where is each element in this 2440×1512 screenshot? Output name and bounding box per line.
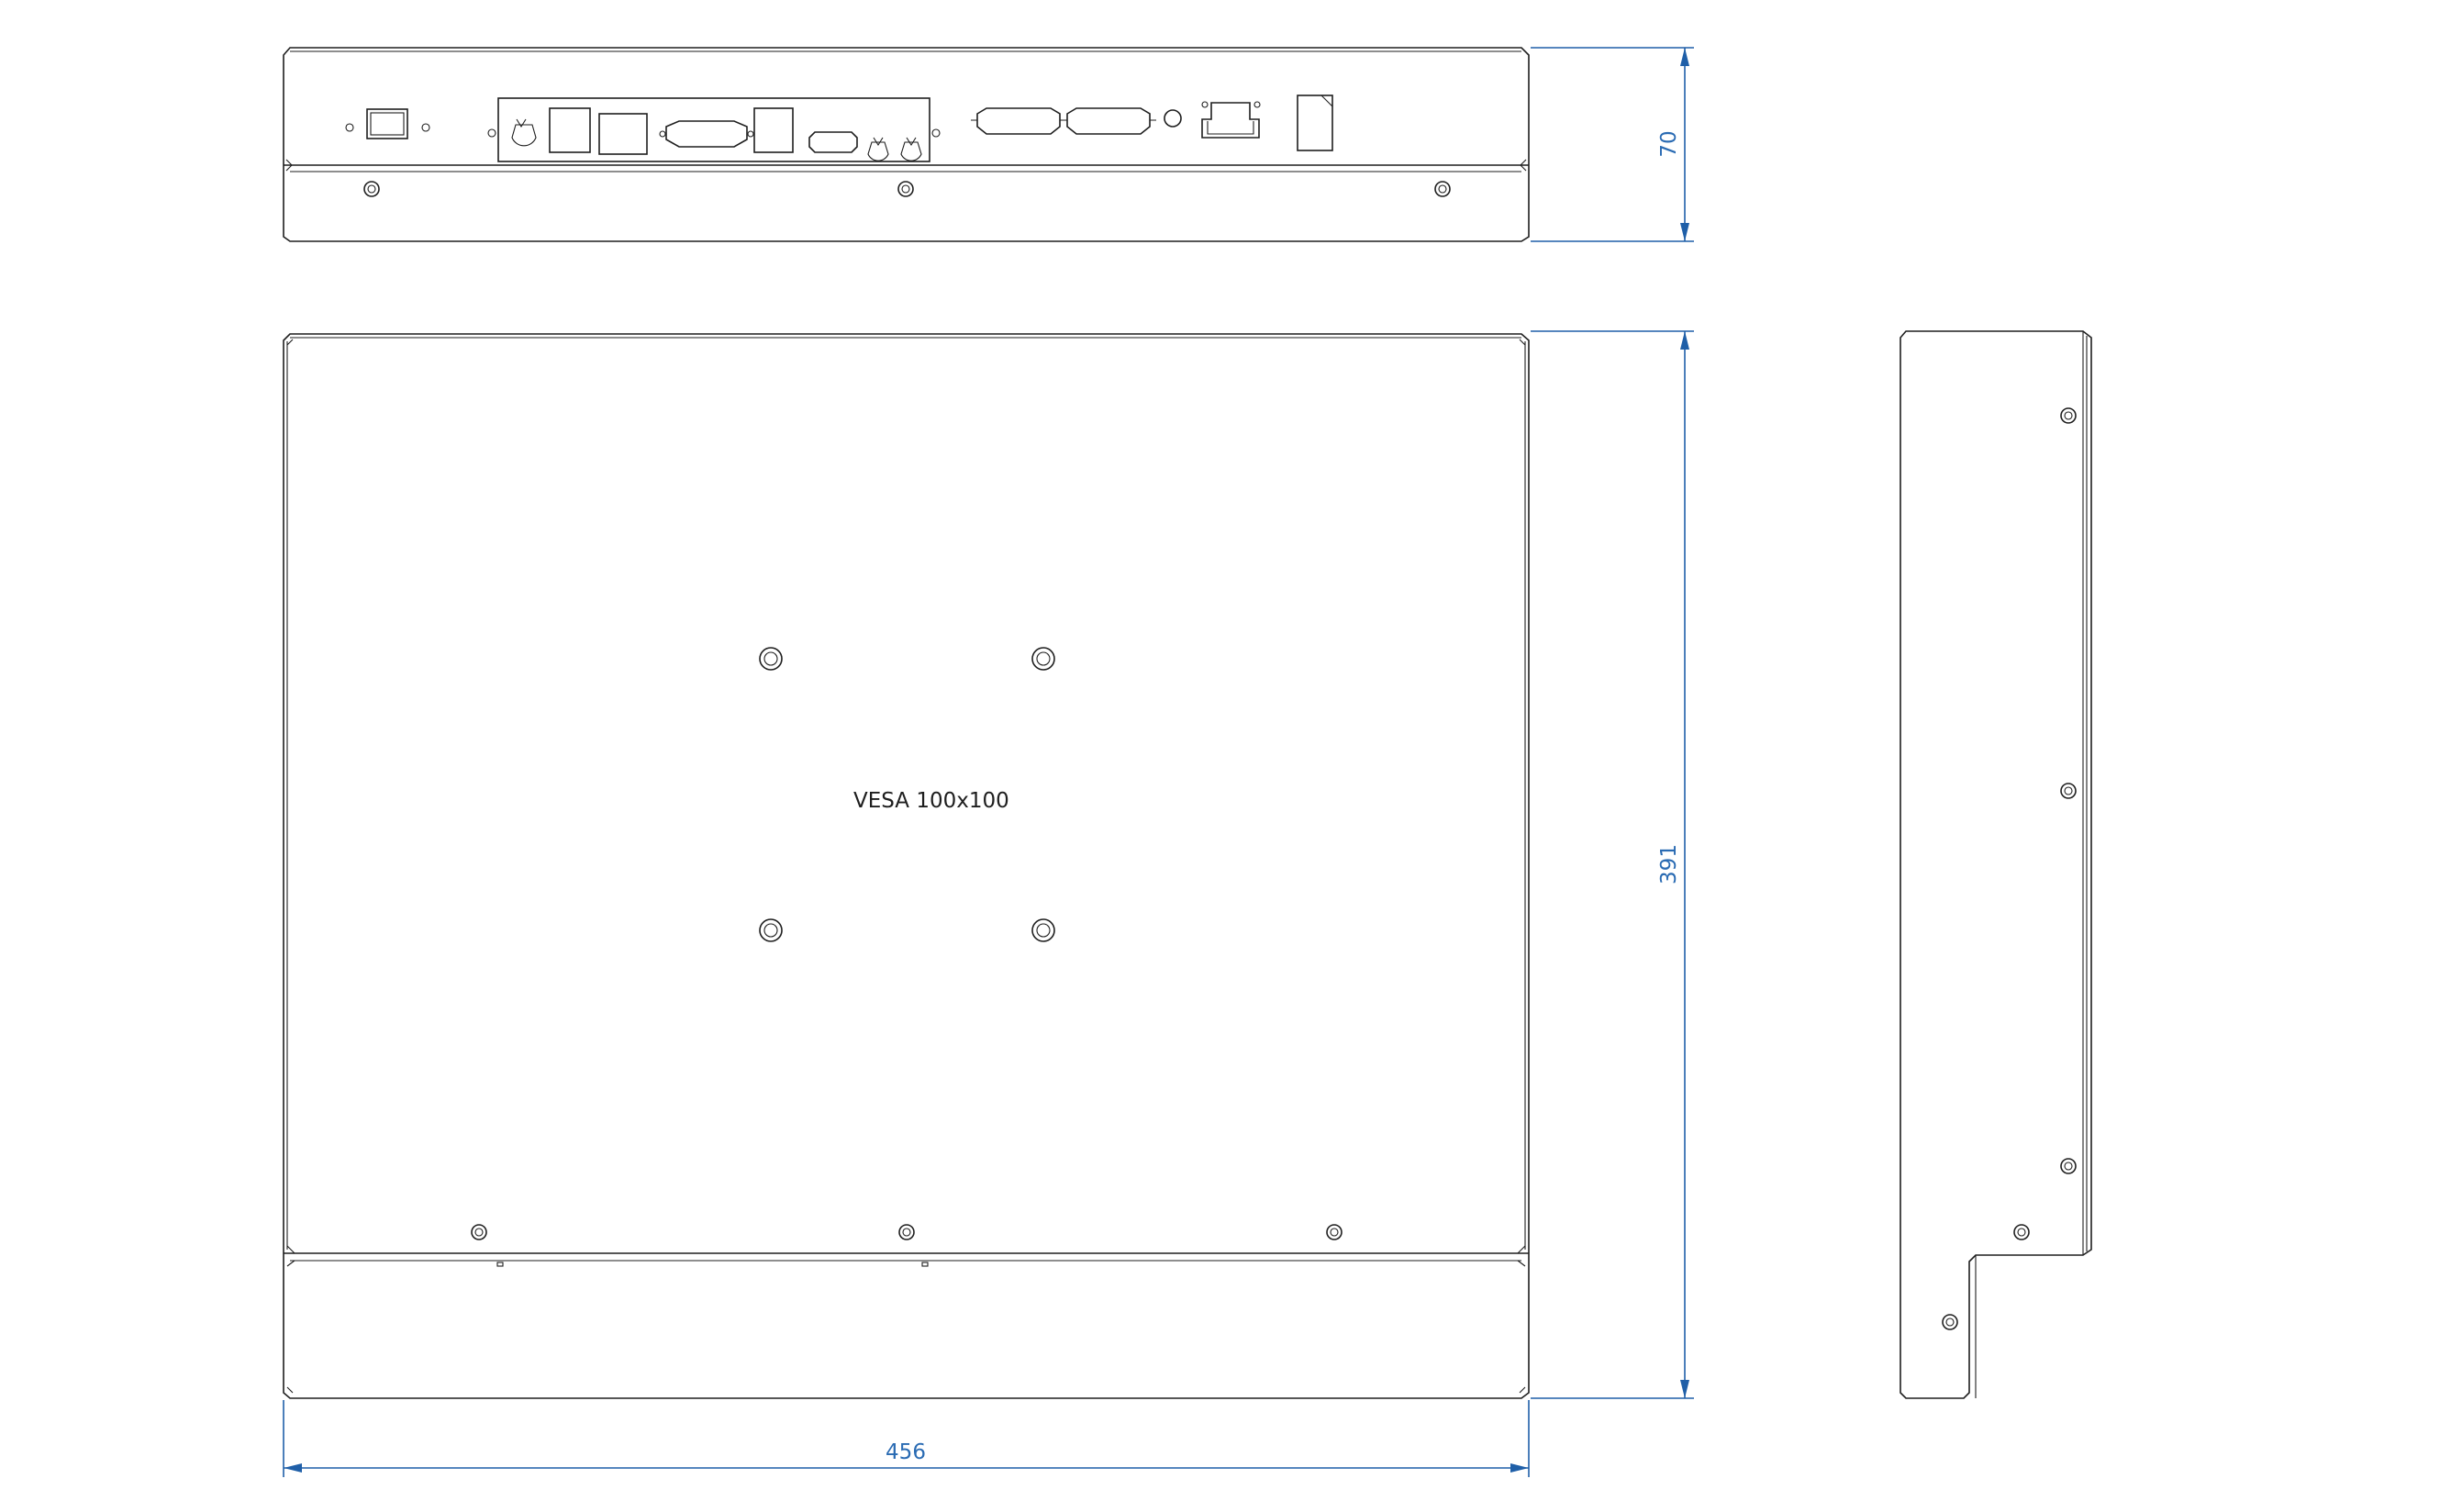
vesa-hole-icon xyxy=(1031,647,1055,671)
card-slot-icon xyxy=(1297,94,1333,151)
screw-icon xyxy=(897,181,914,197)
audio-jack-icon xyxy=(900,137,922,161)
power-connector-icon xyxy=(1201,101,1261,139)
screw-icon xyxy=(2060,783,2077,799)
dimension-height: 391 xyxy=(1531,330,1694,1399)
screw-icon xyxy=(471,1224,487,1240)
screw-icon xyxy=(2060,1158,2077,1174)
dimension-width-label: 456 xyxy=(886,1440,926,1464)
hdmi-port-icon xyxy=(808,131,858,153)
screw-icon xyxy=(2013,1224,2030,1240)
vesa-hole-icon xyxy=(1031,918,1055,942)
dimension-depth-label: 70 xyxy=(1657,130,1681,157)
usb-port-icon xyxy=(753,107,794,153)
screw-icon xyxy=(898,1224,915,1240)
audio-jack-icon xyxy=(511,118,537,147)
vesa-label: VESA 100x100 xyxy=(853,789,1009,813)
dc-jack-icon xyxy=(1164,109,1182,128)
io-panel xyxy=(487,97,941,162)
dimension-depth: 70 xyxy=(1531,47,1694,242)
dimension-width: 456 xyxy=(283,1400,1530,1477)
screw-icon xyxy=(1434,181,1451,197)
audio-jack-icon xyxy=(867,137,889,161)
dimension-height-label: 391 xyxy=(1657,844,1681,884)
top-view xyxy=(283,47,1530,242)
vesa-hole-icon xyxy=(759,918,783,942)
vesa-hole-icon xyxy=(759,647,783,671)
rear-view: VESA 100x100 xyxy=(283,333,1530,1399)
vga-port-icon xyxy=(659,120,754,148)
serial-port-icon xyxy=(971,107,1066,135)
lan-port-icon xyxy=(598,113,648,155)
serial-port-icon xyxy=(1061,107,1156,135)
screw-icon xyxy=(1942,1314,1958,1330)
screw-icon xyxy=(2060,407,2077,424)
power-switch-icon xyxy=(345,108,430,139)
screw-icon xyxy=(1326,1224,1343,1240)
screw-icon xyxy=(363,181,380,197)
usb-port-icon xyxy=(549,107,591,153)
side-view xyxy=(1900,330,2092,1399)
